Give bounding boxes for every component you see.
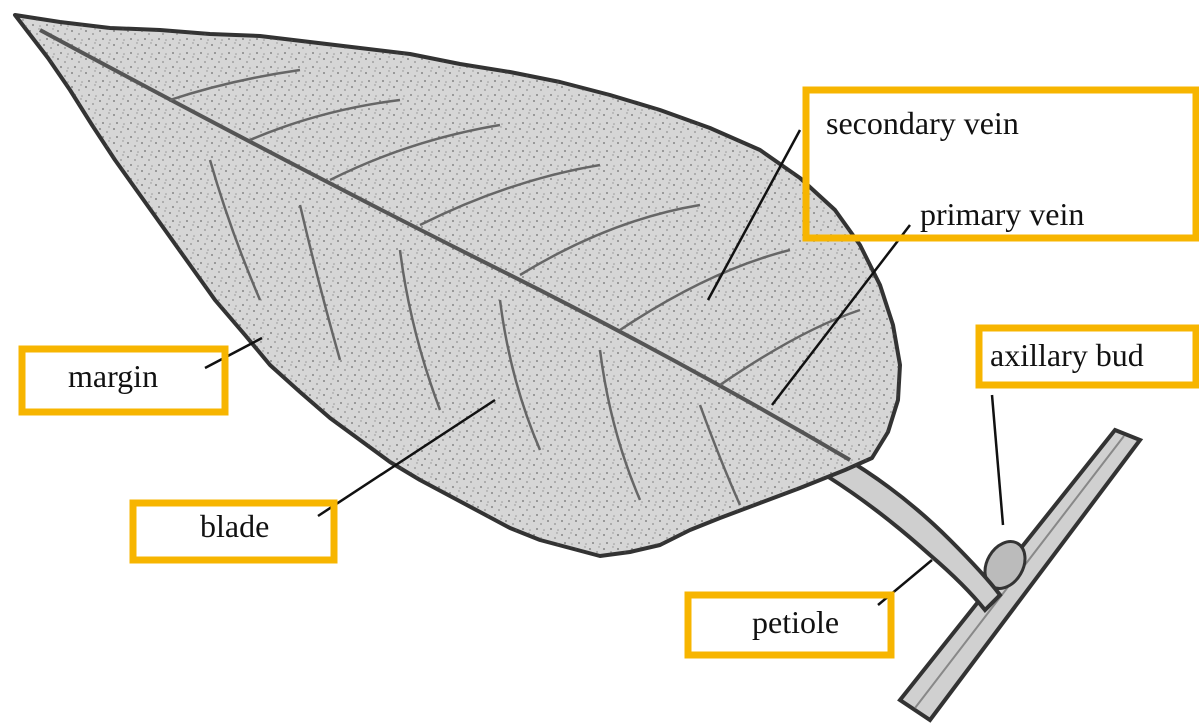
label-primary-vein: primary vein — [920, 196, 1084, 232]
label-secondary-vein: secondary vein — [826, 105, 1019, 141]
label-axillary-bud: axillary bud — [990, 337, 1144, 373]
label-blade: blade — [200, 508, 269, 544]
leader-margin — [205, 338, 262, 368]
petiole-shape — [830, 455, 1000, 610]
leaf-blade — [15, 15, 900, 556]
label-petiole: petiole — [752, 604, 839, 640]
leader-axillary-bud — [992, 395, 1003, 525]
label-margin: margin — [68, 358, 158, 394]
